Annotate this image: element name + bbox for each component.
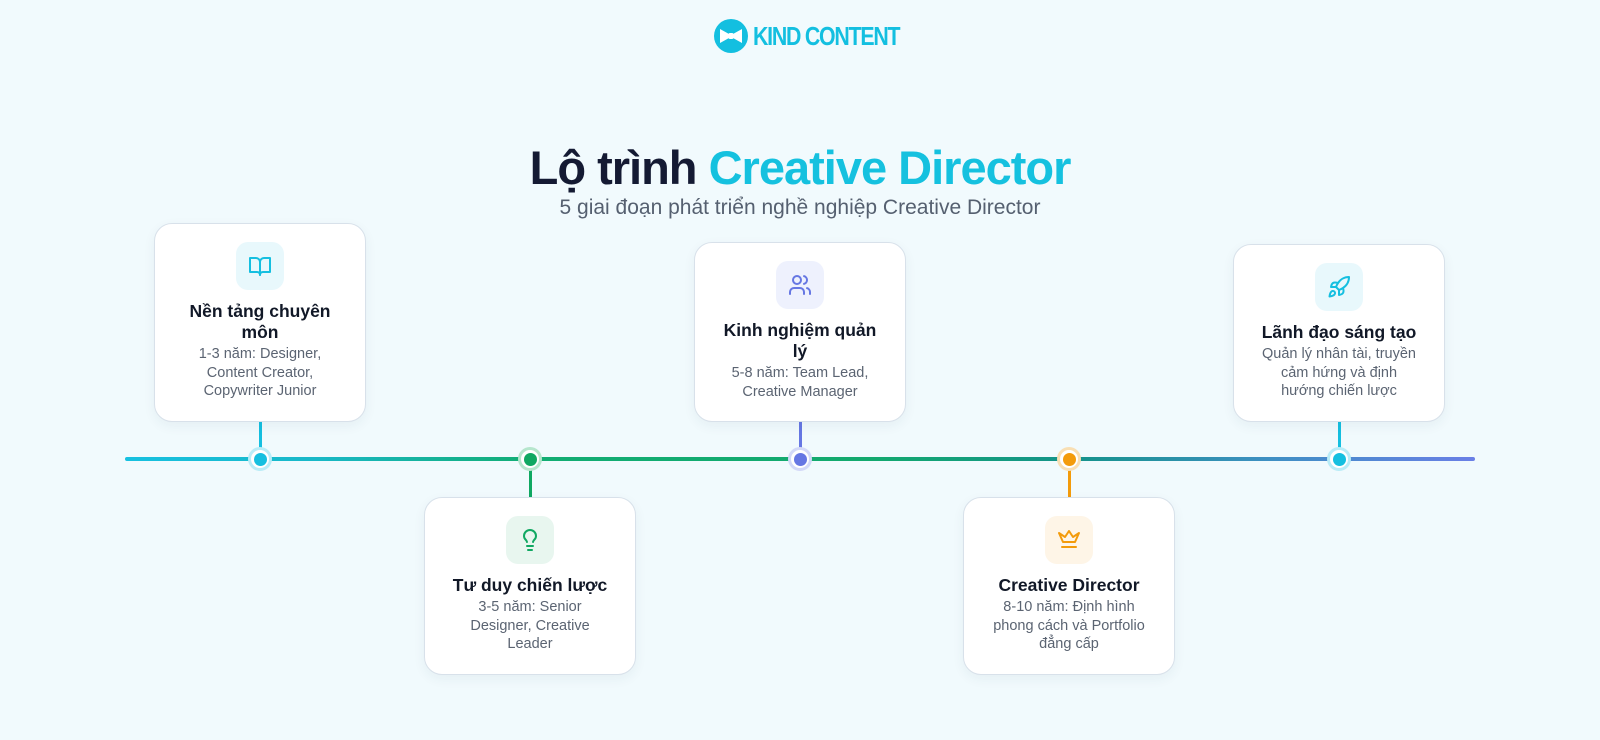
stage-2-title: Tư duy chiến lược (452, 575, 608, 595)
stage-1-connector (259, 421, 262, 457)
stage-5-title: Lãnh đạo sáng tạo (1261, 322, 1417, 342)
brand-logo: KIND CONTENT (713, 18, 931, 54)
stage-2-connector (529, 461, 532, 498)
stage-4-title: Creative Director (998, 575, 1140, 595)
bowtie-logo-icon (714, 19, 748, 53)
stage-card-4: Creative Director 8-10 năm: Định hình ph… (963, 497, 1175, 675)
stage-5-description: Quản lý nhân tài, truyền cảm hứng và địn… (1262, 346, 1416, 399)
stage-2-node (518, 447, 542, 471)
stage-card-5: Lãnh đạo sáng tạo Quản lý nhân tài, truy… (1233, 244, 1445, 422)
stage-card-3: Kinh nghiệm quản lý 5-8 năm: Team Lead, … (694, 242, 906, 422)
stage-4-description: 8-10 năm: Định hình phong cách và Portfo… (993, 599, 1145, 652)
page-subtitle: 5 giai đoạn phát triển nghề nghiệp Creat… (559, 196, 1041, 219)
stage-3-connector (799, 421, 802, 457)
stage-5-connector (1338, 421, 1341, 457)
stage-4-connector (1068, 461, 1071, 498)
stage-1-title: Nền tảng chuyên môn (189, 301, 331, 342)
stage-5-icon-box (1315, 263, 1363, 311)
stage-1-node (248, 447, 272, 471)
title-part-1: Lộ trình (529, 141, 698, 194)
stage-4-icon-box (1045, 516, 1093, 564)
title-part-2: Creative Director (708, 141, 1072, 194)
stage-1-description: 1-3 năm: Designer, Content Creator, Copy… (198, 346, 322, 399)
lightbulb-icon (523, 529, 538, 551)
book-open-icon (249, 257, 271, 276)
page-title: Lộ trình Creative Director (0, 140, 1600, 196)
stage-2-icon-box (506, 516, 554, 564)
stage-3-title: Kinh nghiệm quản lý (723, 320, 877, 361)
stage-1-icon-box (236, 242, 284, 290)
stage-4-node (1057, 447, 1081, 471)
brand-name: KIND CONTENT (753, 21, 901, 51)
stage-2-description: 3-5 năm: Senior Designer, Creative Leade… (470, 599, 590, 652)
stage-card-1: Nền tảng chuyên môn 1-3 năm: Designer, C… (154, 223, 366, 422)
stage-card-2: Tư duy chiến lược 3-5 năm: Senior Design… (424, 497, 636, 675)
rocket-icon (1328, 275, 1350, 298)
stage-3-description: 5-8 năm: Team Lead, Creative Manager (731, 365, 869, 400)
users-icon (789, 275, 811, 295)
stage-5-node (1327, 447, 1351, 471)
crown-icon (1058, 530, 1080, 548)
stage-3-node (788, 447, 812, 471)
stage-3-icon-box (776, 261, 824, 309)
